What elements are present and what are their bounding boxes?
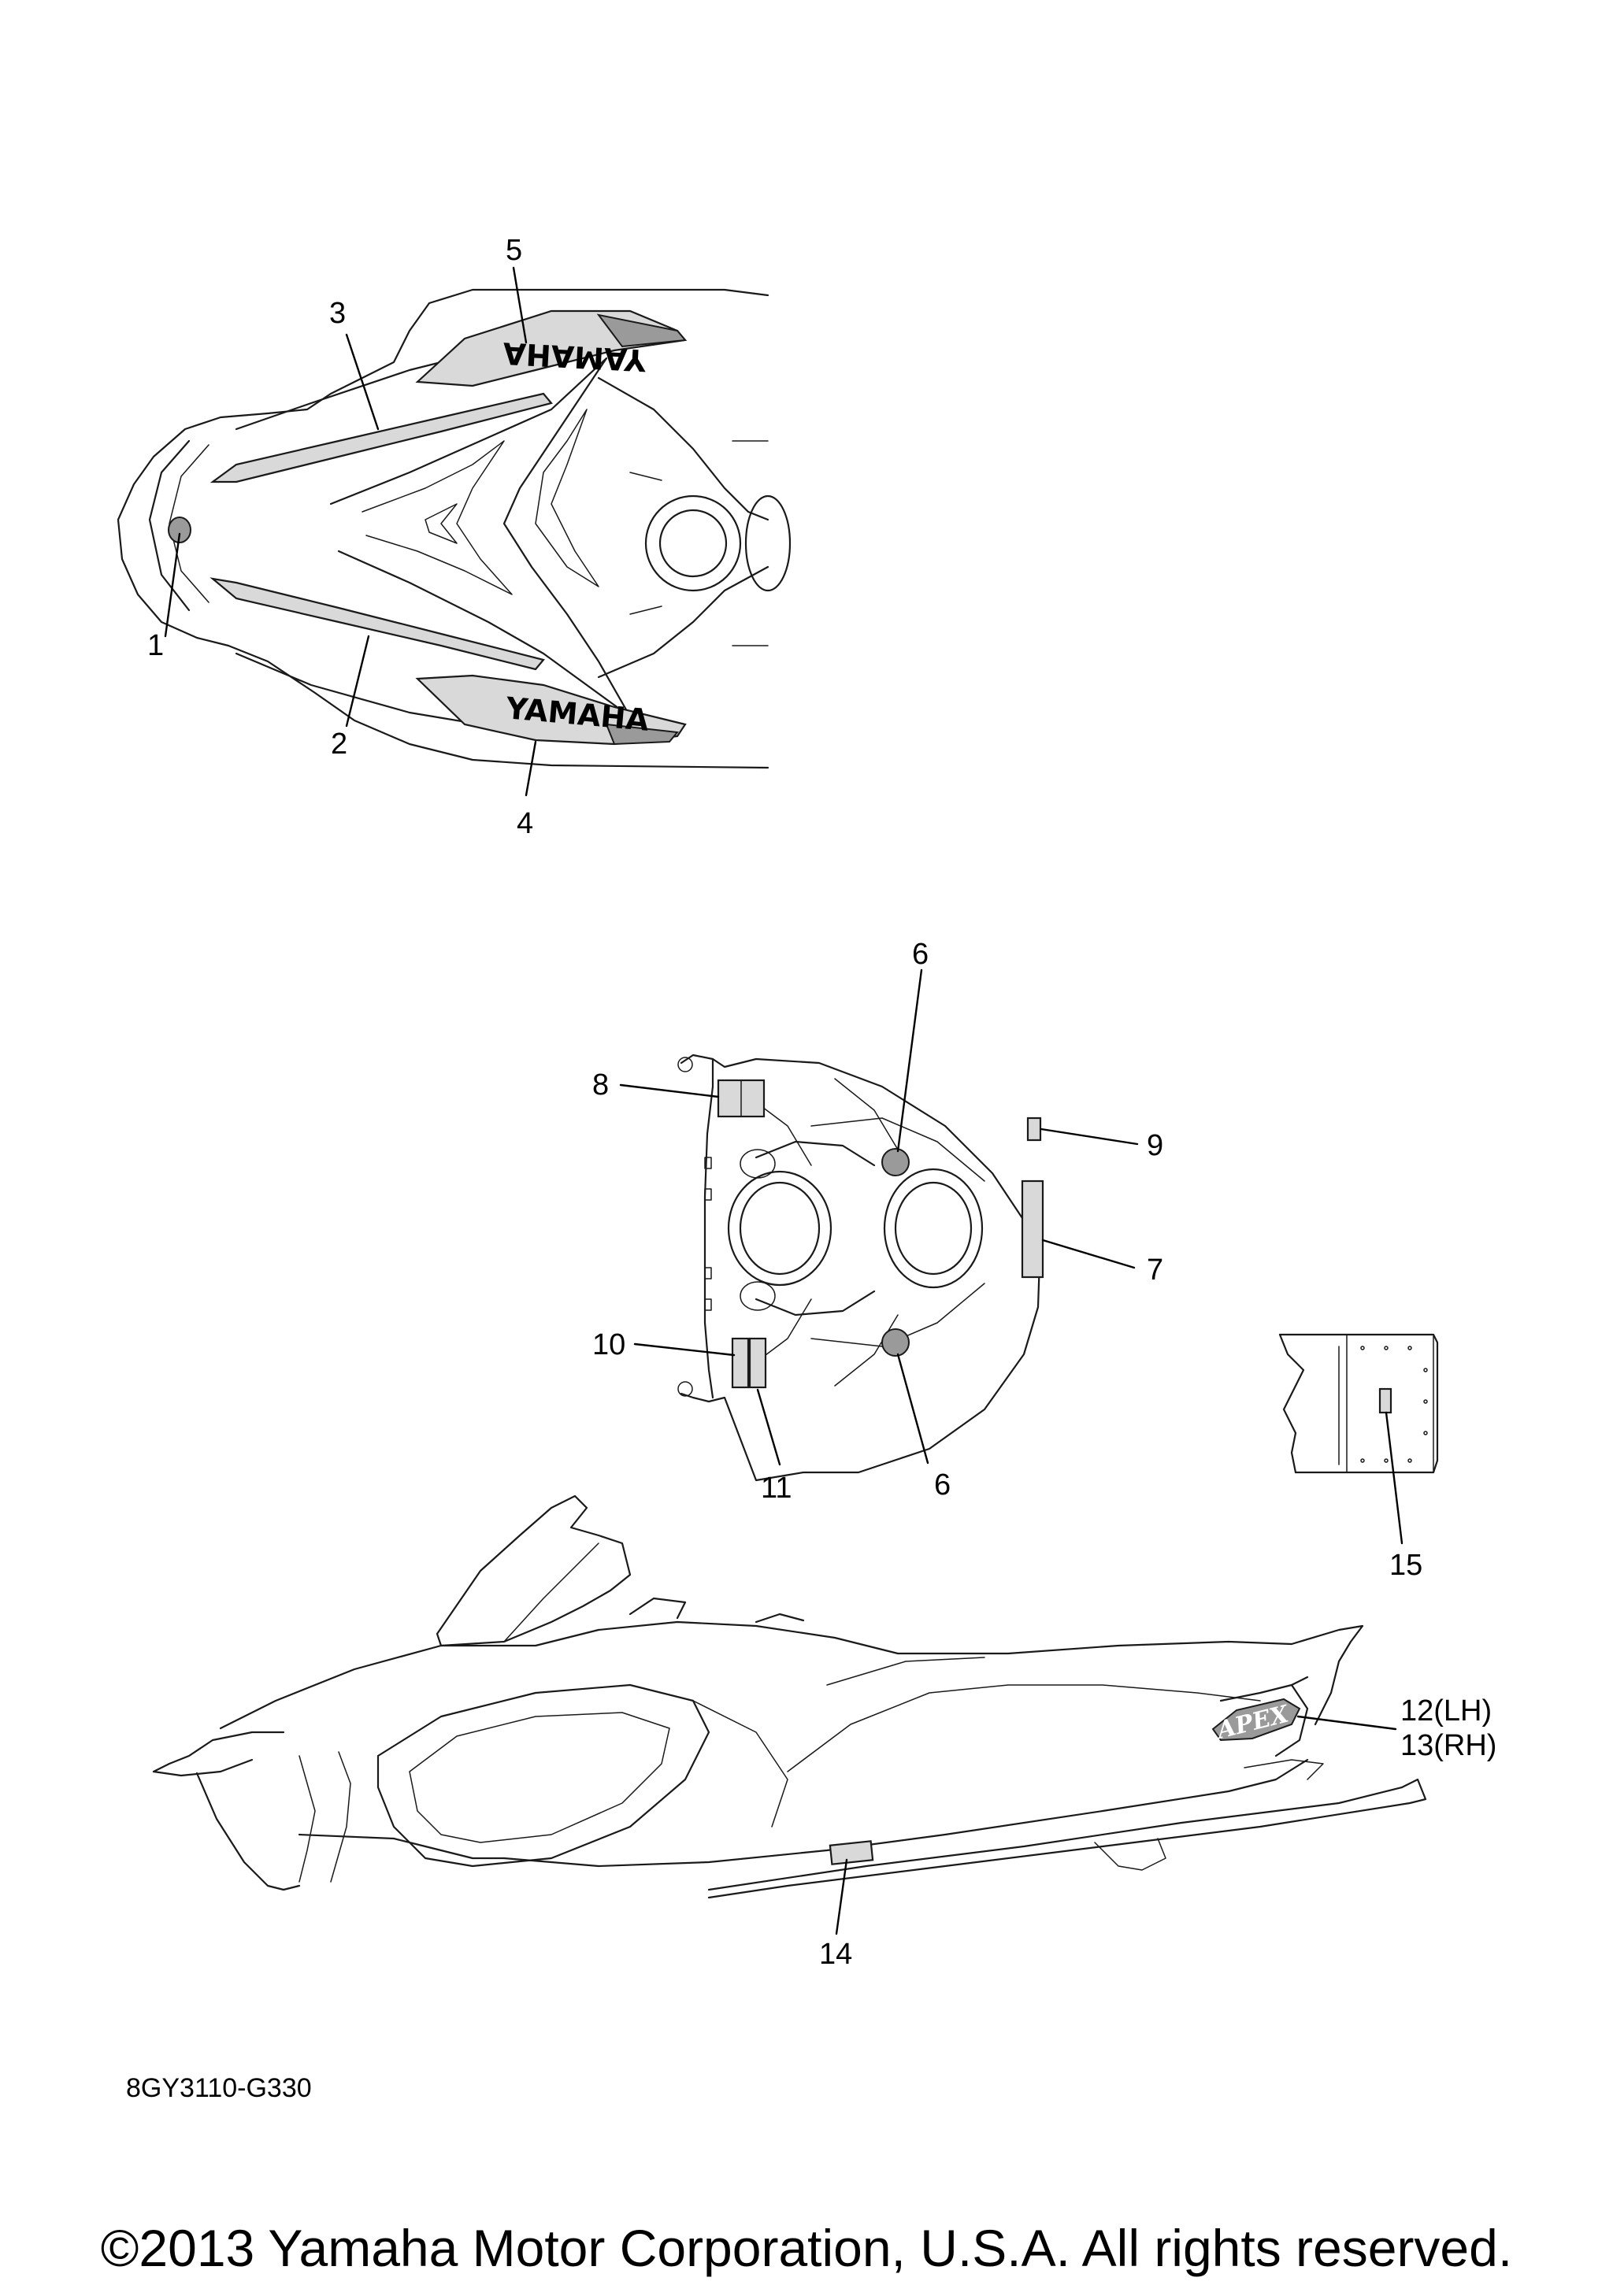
callout-9: 9 [1147,1129,1163,1162]
side-view: APEX [152,1494,1427,1899]
callout-1: 1 [147,629,164,662]
seat-view [677,1054,1044,1482]
callout-3: 3 [329,297,346,330]
side-decal-14 [829,1840,874,1865]
seat-decal-10 [731,1337,750,1389]
callout-6-lower: 6 [934,1468,951,1502]
seat-decal-11 [748,1337,767,1389]
apex-decal [1211,1698,1301,1742]
callout-13: 13(RH) [1400,1729,1496,1762]
callout-5: 5 [506,234,522,267]
tunnel-decal-15 [1378,1387,1392,1414]
callout-11: 11 [761,1472,792,1505]
leader-lines [164,266,1403,1935]
tuning-fork-emblem-lower [881,1328,910,1357]
stripe-decal-upper [210,392,553,483]
seat-decal-9 [1026,1117,1042,1142]
diagram-code: 8GY3110-G330 [126,2073,312,2103]
nose-emblem [168,517,191,543]
callout-4: 4 [517,807,533,840]
callout-2: 2 [331,728,347,761]
callout-12: 12(LH) [1400,1694,1492,1728]
callout-6-upper: 6 [912,938,929,971]
callout-15: 15 [1389,1549,1422,1582]
seat-decal-7 [1021,1179,1044,1279]
callout-8: 8 [592,1068,609,1102]
stripe-decal-lower [210,577,545,671]
callout-10: 10 [592,1328,625,1361]
tuning-fork-emblem-upper [881,1148,910,1176]
callout-labels: 1 2 3 4 5 6 6 7 8 9 10 11 12(LH) 13(RH) … [147,234,1496,1971]
callout-14: 14 [819,1938,852,1971]
hood-view: YAMAHA YAMAHA [117,288,792,769]
tunnel-detail-view [1278,1333,1439,1474]
callout-7: 7 [1147,1254,1163,1287]
copyright-text: ©2013 Yamaha Motor Corporation, U.S.A. A… [101,2219,1512,2277]
